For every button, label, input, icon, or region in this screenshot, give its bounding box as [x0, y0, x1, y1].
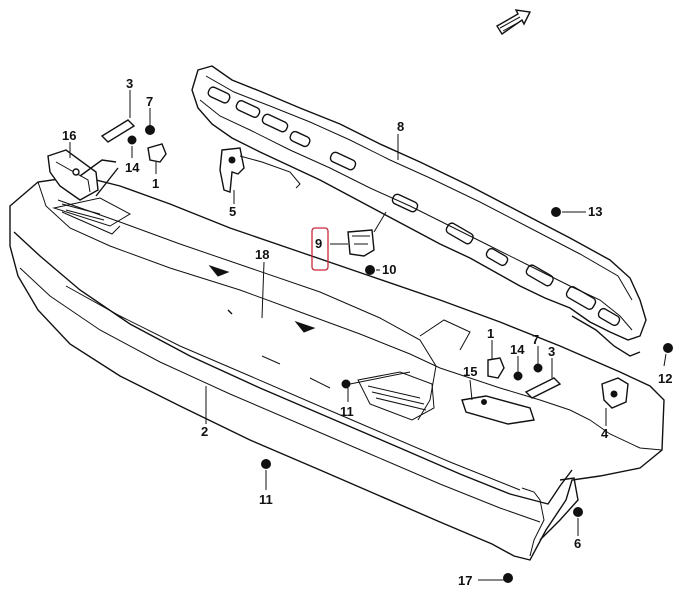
- callout-17: 17: [458, 573, 472, 588]
- screw-7-right-icon: [533, 363, 543, 373]
- bracket-5: [219, 147, 301, 193]
- callout-18: 18: [255, 247, 269, 262]
- front-direction-arrow-icon: [496, 9, 532, 35]
- callout-14-left: 14: [125, 160, 140, 175]
- bolt-10-icon: [365, 265, 375, 275]
- callout-11-top: 11: [340, 404, 354, 419]
- callout-6: 6: [574, 536, 581, 551]
- bolt-17-icon: [503, 573, 513, 583]
- nut-1-right: [487, 357, 505, 379]
- callout-11-bottom: 11: [259, 492, 273, 507]
- screw-14-right-icon: [513, 371, 523, 381]
- bumper-reinforcement: [191, 65, 647, 357]
- callout-3-right: 3: [548, 344, 555, 359]
- callout-8: 8: [397, 119, 404, 134]
- callout-12: 12: [658, 371, 672, 386]
- bracket-4: [601, 377, 629, 409]
- bolt-12-icon: [663, 343, 673, 353]
- callout-7-right: 7: [532, 332, 539, 347]
- callout-1-right: 1: [487, 326, 494, 341]
- leader-lines: [69, 90, 667, 581]
- callout-1-left: 1: [152, 176, 159, 191]
- bolt-6-icon: [573, 507, 583, 517]
- spring-clip-3-left: [100, 119, 136, 143]
- callout-3-left: 3: [126, 76, 133, 91]
- nut-1-left: [147, 143, 167, 163]
- callout-16: 16: [62, 128, 76, 143]
- callout-5: 5: [229, 204, 236, 219]
- screw-7-left-icon: [145, 125, 155, 135]
- spring-clip-3-right: [524, 377, 562, 399]
- callout-13: 13: [588, 204, 602, 219]
- callout-14-right: 14: [510, 342, 525, 357]
- callout-10: 10: [382, 262, 396, 277]
- callout-4: 4: [601, 426, 609, 441]
- screw-14-left-icon: [127, 135, 137, 145]
- screw-11-bottom-icon: [261, 459, 271, 469]
- bolt-13-icon: [551, 207, 561, 217]
- callout-15: 15: [463, 364, 477, 379]
- callout-7-left: 7: [146, 94, 153, 109]
- callout-labels: 3 7 16 14 1 5 8 13 9 10 18 1 7 14 3 15 1…: [62, 76, 672, 588]
- highlight-box: [311, 227, 329, 271]
- bumper-face: [9, 175, 665, 561]
- callout-2: 2: [201, 424, 208, 439]
- callout-9: 9: [315, 236, 322, 251]
- retainer-9: [347, 229, 375, 257]
- side-bracket-left: [47, 149, 119, 201]
- side-bracket-right: [461, 395, 535, 425]
- screw-11-top-icon: [341, 379, 351, 389]
